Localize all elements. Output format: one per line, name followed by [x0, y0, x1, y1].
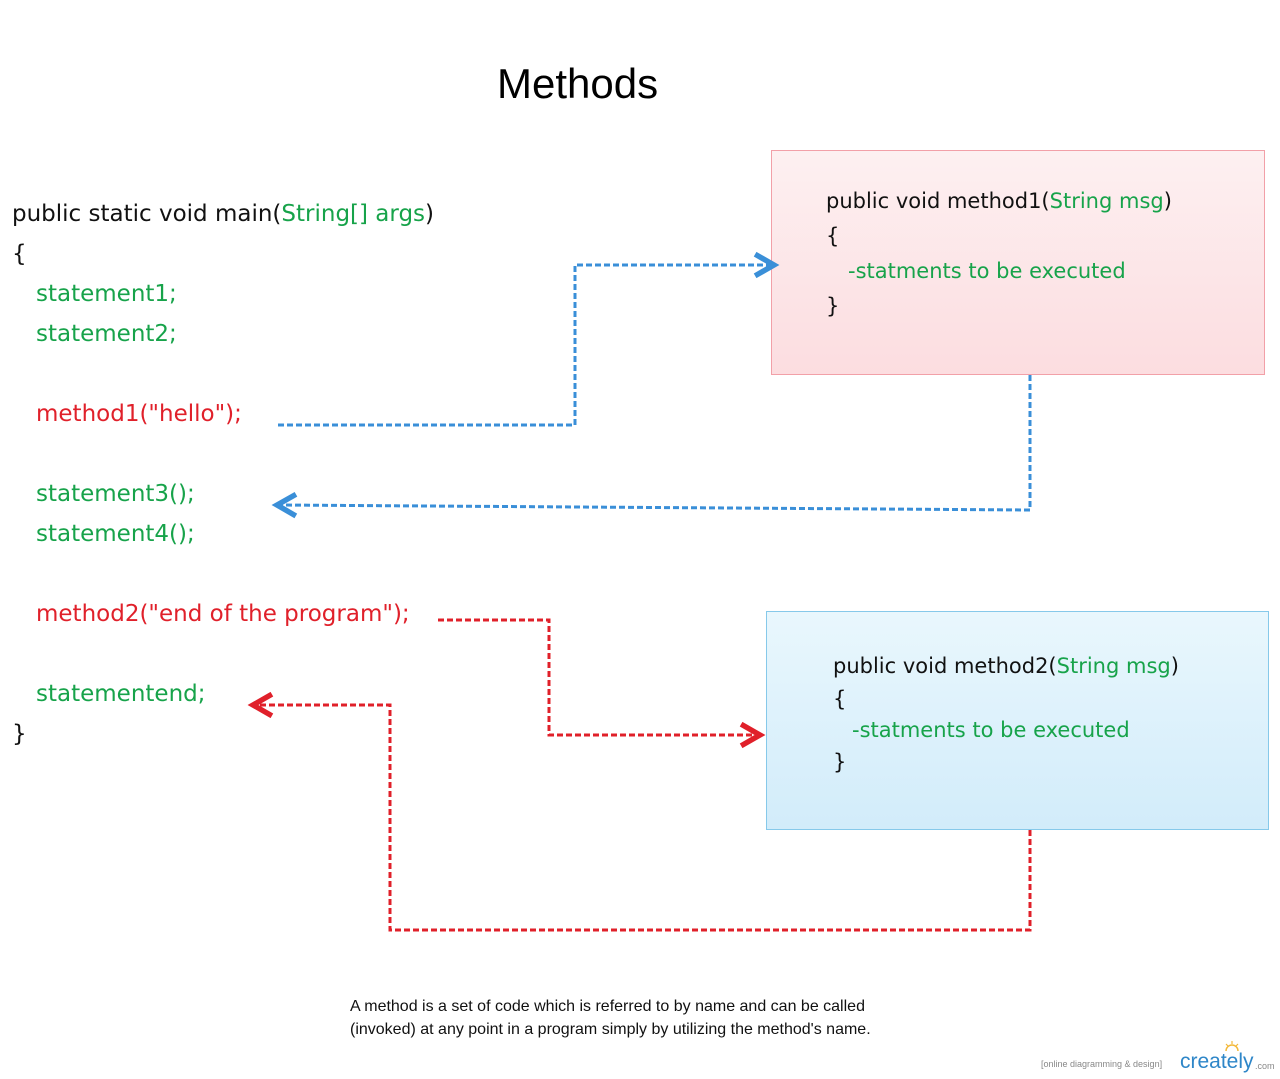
method2-open-brace: {	[833, 687, 847, 711]
method2-box	[766, 611, 1269, 830]
method1-box	[771, 150, 1265, 375]
method1-signature: public void method1(String msg)	[826, 189, 1172, 213]
method1-close-brace: }	[826, 294, 840, 318]
statement3: statement3();	[36, 481, 195, 507]
method2-close-brace: }	[833, 750, 847, 774]
brand-tagline: [online diagramming & design]	[1041, 1059, 1163, 1069]
method1-signature-param: String msg	[1049, 189, 1164, 213]
method1-call: method1("hello");	[36, 401, 242, 427]
return-arrow-method1	[277, 375, 1032, 510]
method2-signature-pre: public void method2(	[833, 654, 1057, 678]
statement1: statement1;	[36, 281, 177, 307]
method2-signature-post: )	[1170, 654, 1179, 678]
caption-line1: A method is a set of code which is refer…	[350, 998, 865, 1015]
call-arrow-method1	[278, 265, 774, 427]
statement4: statement4();	[36, 521, 195, 547]
diagram-title: Methods	[497, 60, 659, 107]
main-signature-pre: public static void main(	[12, 201, 282, 227]
statementend: statementend;	[36, 681, 206, 707]
main-signature: public static void main(String[] args)	[12, 201, 434, 227]
method2-signature: public void method2(String msg)	[833, 654, 1179, 678]
call-arrow-method2	[438, 618, 760, 735]
return-arrow-method2	[253, 705, 1032, 932]
method1-signature-pre: public void method1(	[826, 189, 1050, 213]
brand-tld: .com	[1255, 1061, 1275, 1071]
statement2: statement2;	[36, 321, 177, 347]
main-signature-param: String[] args	[281, 201, 426, 227]
caption-line2: (invoked) at any point in a program simp…	[350, 1021, 871, 1038]
method1-open-brace: {	[826, 224, 840, 248]
sun-icon	[1225, 1041, 1239, 1052]
method1-signature-post: )	[1163, 189, 1172, 213]
method2-body: -statments to be executed	[852, 718, 1130, 742]
main-close-brace: }	[12, 721, 27, 747]
method2-signature-param: String msg	[1056, 654, 1171, 678]
main-signature-post: )	[425, 201, 435, 227]
main-open-brace: {	[12, 241, 27, 267]
brand-logo: creately	[1180, 1050, 1254, 1073]
method2-call: method2("end of the program");	[36, 601, 410, 627]
method1-body: -statments to be executed	[848, 259, 1126, 283]
